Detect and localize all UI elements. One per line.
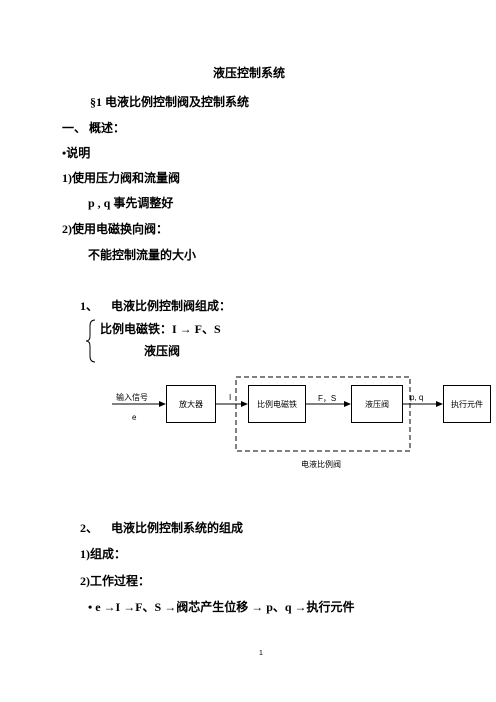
solenoid-label: 比例电磁铁 xyxy=(257,399,297,409)
current-label: I xyxy=(229,393,232,402)
page-number: 1 xyxy=(259,650,263,657)
sub2-item-1: 1)组成： xyxy=(80,547,126,561)
actuator-block: 执行元件 xyxy=(443,385,491,423)
solenoid-block: 比例电磁铁 xyxy=(248,385,306,423)
document-title: 液压控制系统 xyxy=(213,66,286,80)
valve-block: 液压阀 xyxy=(351,385,403,423)
valve-label: 液压阀 xyxy=(365,399,389,409)
subsection-2-number: 2、 xyxy=(80,521,99,535)
process-flow: • e →I →F、S →阀芯产生位移 → p、q →执行元件 xyxy=(88,600,355,614)
subsection-1-title: 电液比例控制阀组成： xyxy=(111,299,232,313)
diagram-caption: 电液比例阀 xyxy=(301,460,341,469)
item-2-sub: 不能控制流量的大小 xyxy=(88,248,197,262)
valve-boundary xyxy=(235,376,411,452)
section-heading: §1 电液比例控制阀及控制系统 xyxy=(90,95,250,109)
subsection-2-title: 电液比例控制系统的组成 xyxy=(111,521,244,535)
item-1: 1)使用压力阀和流量阀 xyxy=(62,171,180,185)
item-2: 2)使用电磁换向阀： xyxy=(62,222,168,236)
overview-heading: 一、 概述： xyxy=(62,121,126,135)
brace xyxy=(85,319,96,363)
item-1-sub: p , q 事先调整好 xyxy=(88,196,174,210)
input-signal-label: 输入信号 xyxy=(116,393,148,402)
input-symbol: e xyxy=(132,413,137,422)
actuator-label: 执行元件 xyxy=(451,399,483,409)
amplifier-label: 放大器 xyxy=(179,399,203,409)
composition-solenoid: 比例电磁铁：I → F、S xyxy=(100,322,221,336)
note-bullet: •说明 xyxy=(62,146,91,160)
force-stroke-label: F，S xyxy=(318,394,337,403)
amplifier-block: 放大器 xyxy=(166,385,216,423)
sub2-item-2: 2)工作过程： xyxy=(80,574,150,588)
composition-valve: 液压阀 xyxy=(144,344,181,358)
subsection-1-number: 1、 xyxy=(80,299,99,313)
pq-label: p, q xyxy=(410,393,424,402)
